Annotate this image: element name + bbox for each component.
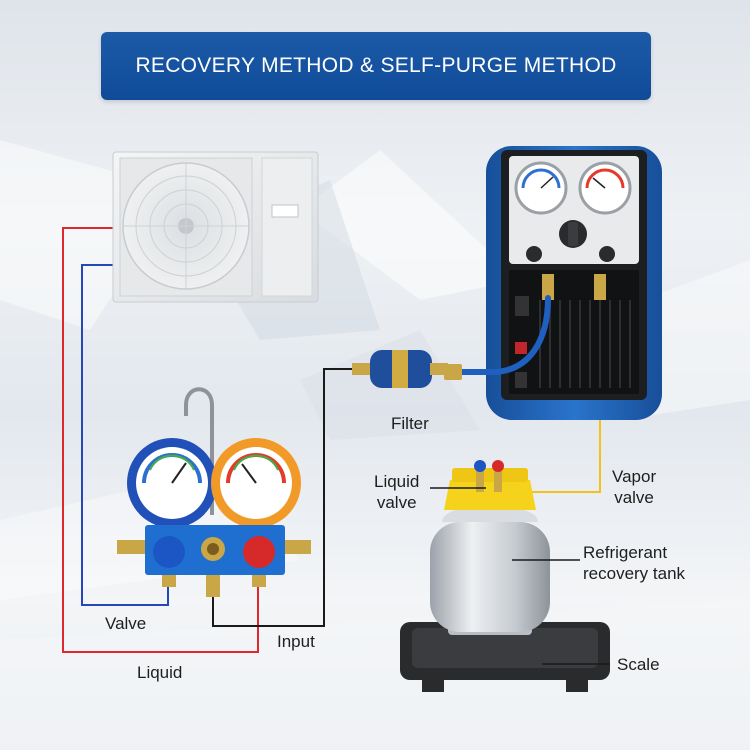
label-input: Input: [277, 632, 315, 651]
blue-valve-line: [81, 264, 169, 606]
title-banner: RECOVERY METHOD & SELF-PURGE METHOD: [101, 32, 651, 100]
label-recovery-tank-line1: Refrigerant: [583, 543, 668, 562]
black-input-line: [212, 368, 365, 627]
ac-outdoor-unit: [112, 151, 319, 303]
label-valve: Valve: [105, 614, 147, 633]
label-liquid-valve-line2: valve: [376, 493, 417, 512]
blue-hose: [457, 295, 551, 375]
label-recovery-tank-line2: recovery tank: [583, 564, 686, 583]
label-liquid-valve-line1: Liquid: [374, 472, 420, 491]
hose-fitting: [444, 364, 462, 380]
label-scale: Scale: [617, 655, 660, 674]
filter-drier: [352, 350, 448, 388]
label-liquid-valve: Liquid valve: [374, 471, 419, 513]
scale: [400, 622, 610, 692]
label-vapor-valve: Vapor valve: [612, 466, 656, 508]
label-vapor-valve-line2: valve: [614, 488, 654, 507]
recovery-tank: [430, 460, 550, 635]
page-title: RECOVERY METHOD & SELF-PURGE METHOD: [135, 54, 617, 77]
label-filter: Filter: [391, 414, 429, 433]
label-liquid: Liquid: [137, 663, 183, 682]
label-leaders: [430, 487, 610, 665]
red-liquid-line: [62, 227, 259, 653]
recovery-machine: [486, 146, 662, 420]
label-vapor-valve-line1: Vapor: [612, 467, 657, 486]
label-recovery-tank: Refrigerant recovery tank: [583, 542, 685, 584]
manifold-gauge: [117, 387, 311, 597]
